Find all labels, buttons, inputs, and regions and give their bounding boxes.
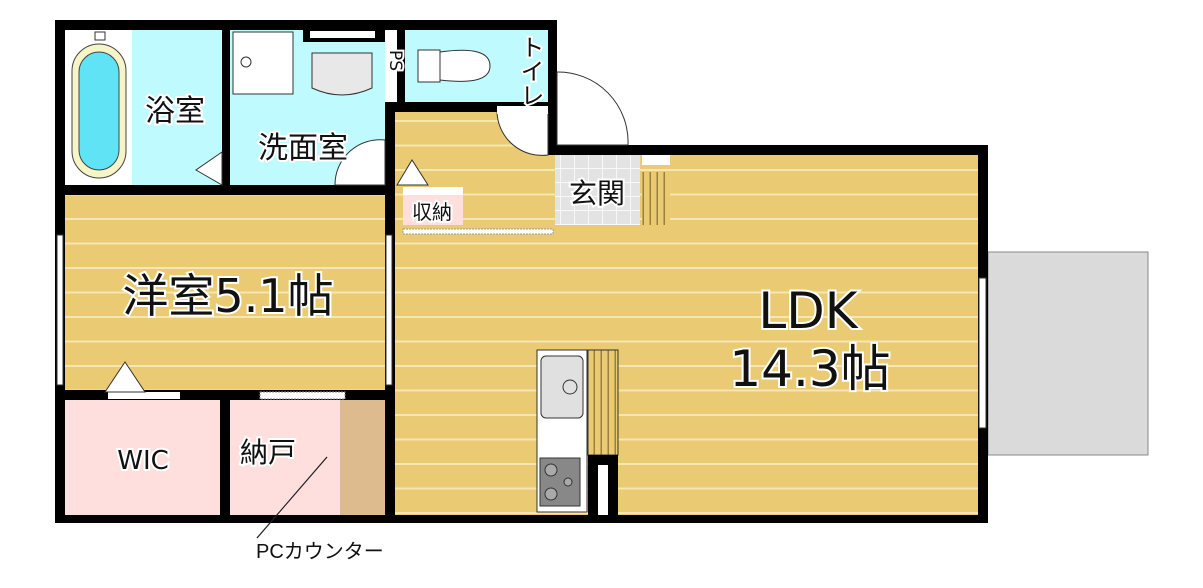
washroom-door-swing	[334, 139, 386, 186]
toilet	[417, 49, 491, 83]
entrance-step	[642, 172, 670, 225]
ldk-label: LDK	[758, 282, 858, 340]
closet-door-arrow	[396, 159, 429, 186]
pc-counter	[340, 400, 385, 515]
ps-label: PS	[385, 50, 405, 71]
entrance-floor	[555, 155, 640, 225]
kitchen-upper-strip	[587, 349, 619, 456]
toilet-label: トイレ	[516, 35, 544, 107]
pc-counter-leader-line	[256, 456, 328, 539]
bathtub-basin	[78, 51, 120, 171]
sink	[540, 355, 584, 419]
ldk-floor	[395, 155, 978, 515]
drain-icon	[240, 56, 252, 68]
wic-floor	[65, 400, 220, 515]
wic-door	[108, 392, 180, 399]
window-west	[56, 234, 64, 386]
closet-floor	[403, 195, 463, 225]
western-room-floor	[65, 195, 385, 390]
window-western-room	[385, 234, 393, 386]
storeroom-label: 納戸	[240, 436, 296, 469]
bath-label: 浴室	[145, 94, 205, 129]
western-door-arrow	[104, 361, 146, 393]
washing-machine-pan	[232, 31, 294, 95]
shoe-cabinet	[642, 155, 670, 165]
faucet-icon	[94, 31, 106, 41]
entrance-label: 玄関	[569, 177, 625, 210]
toilet-door-swing	[496, 111, 549, 156]
stove	[539, 457, 581, 507]
wash-basin	[311, 52, 373, 96]
wic-label: WIC	[117, 446, 169, 476]
washroom-label: 洗面室	[258, 131, 348, 166]
western-room-label: 洋室5.1帖	[122, 269, 333, 323]
balcony	[987, 251, 1149, 456]
entrance-door-swing	[556, 71, 629, 146]
ps-shaft	[385, 30, 397, 102]
storeroom-door	[259, 391, 346, 400]
pc-counter-label: PCカウンター	[256, 540, 384, 563]
hall-opening	[402, 228, 554, 235]
bath-door-arrow	[195, 151, 223, 186]
closet-label: 収納	[412, 200, 452, 224]
storeroom-floor	[230, 400, 340, 515]
ldk-size-label: 14.3帖	[729, 340, 890, 398]
window-ldk	[978, 277, 987, 429]
